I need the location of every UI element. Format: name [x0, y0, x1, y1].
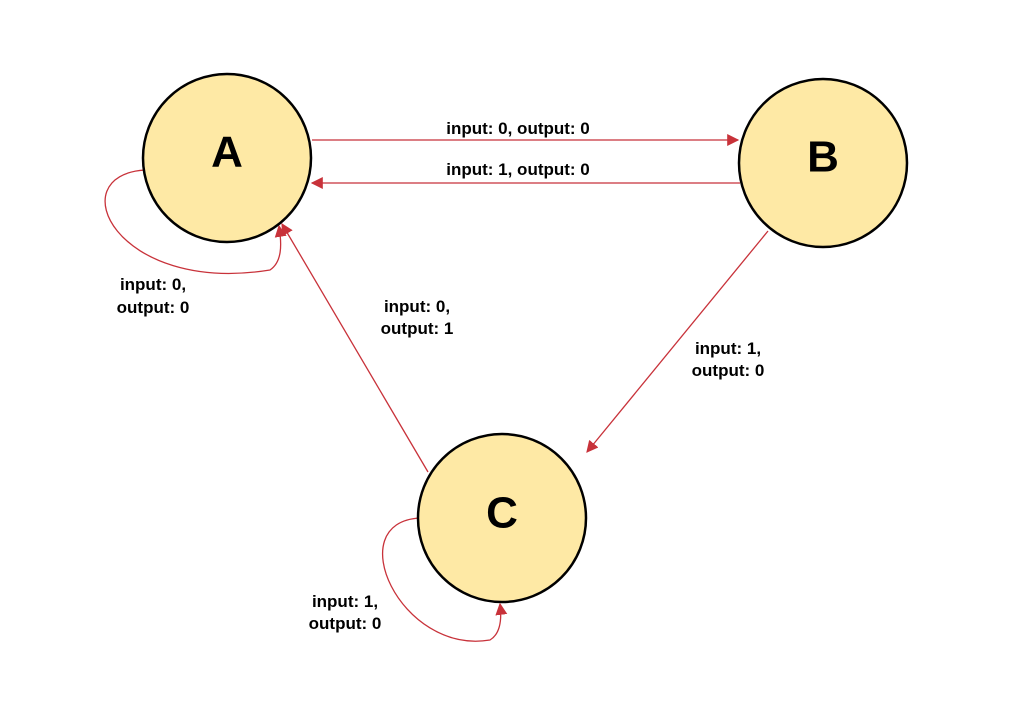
transition-c-to-a-label-line-2: output: 1 [381, 319, 454, 338]
state-c-circle [416, 432, 588, 604]
transition-b-to-c-arrow [586, 230, 769, 453]
transition-b-to-a-label: input: 1, output: 0 [446, 160, 590, 179]
state-a: A [141, 72, 313, 244]
state-c-label: C [486, 489, 518, 538]
transition-c-to-a-label-line-1: input: 0, [384, 297, 450, 316]
state-b: B [737, 77, 909, 249]
state-b-circle [737, 77, 909, 249]
transition-c-self-loop-arrow [381, 517, 508, 642]
transition-a-self-label-line-2: output: 0 [117, 298, 190, 317]
state-a-label: A [211, 128, 243, 177]
transition-b-to-c-label-line-2: output: 0 [692, 361, 765, 380]
transition-a-to-b-label: input: 0, output: 0 [446, 119, 590, 138]
transition-a-self-loop-arrow [104, 169, 287, 275]
state-b-label: B [807, 133, 839, 182]
transitions [104, 134, 769, 642]
transition-c-self-label-line-2: output: 0 [309, 614, 382, 633]
transition-b-to-c-label-line-1: input: 1, [695, 339, 761, 358]
transition-c-self-label-line-1: input: 1, [312, 592, 378, 611]
transition-labels: input: 0, output: 0 input: 1, output: 0 … [117, 119, 765, 633]
state-a-circle [141, 72, 313, 244]
transition-c-to-a-arrow [281, 222, 429, 473]
transition-a-self-label-line-1: input: 0, [120, 275, 186, 294]
state-c: C [416, 432, 588, 604]
